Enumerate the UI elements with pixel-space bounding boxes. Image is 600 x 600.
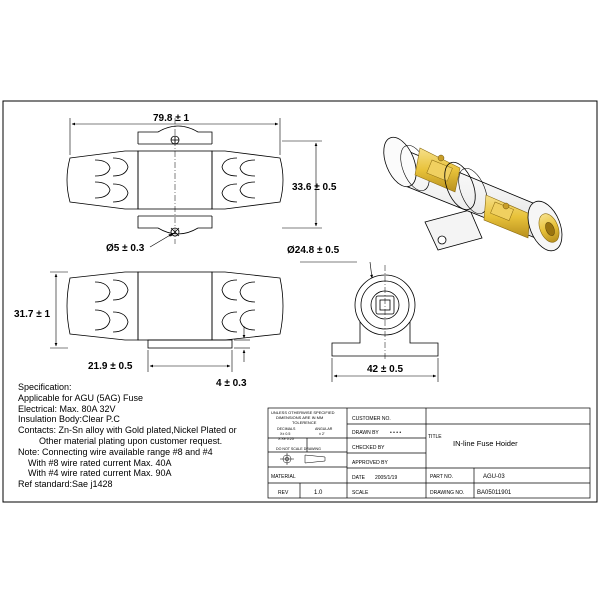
title-block (267, 407, 591, 499)
tb-note-2: DIMENSIONS ARE IN MM (276, 415, 323, 420)
tb-decimals-label: DECIMALS (277, 427, 296, 431)
tb-drawn-by-label: DRAWN BY (352, 430, 379, 436)
tb-drawing-no-value: BA05011901 (477, 490, 512, 496)
tb-drawing-no-label: DRAWING NO. (430, 490, 464, 496)
isometric-render (383, 136, 563, 252)
tb-note-1: UNLESS OTHERWISE SPECIFIED (271, 410, 335, 415)
tb-angular-label: ANGULAR (315, 427, 333, 431)
top-view (66, 118, 284, 244)
spec-line: Electrical: Max. 80A 32V (18, 403, 116, 414)
dim-length-side-label: 21.9 ± 0.5 (88, 361, 133, 372)
tb-tol-xx: X.X± 0.25 (278, 437, 294, 441)
tb-tol-ang: ± 2' (319, 432, 325, 436)
tb-tol-x: X± 0.5 (280, 432, 290, 436)
dim-hole-leader (149, 233, 173, 248)
dim-end-dia-label: Ø24.8 ± 0.5 (287, 245, 340, 256)
tb-checked-by-label: CHECKED BY (352, 445, 385, 451)
sheet-border (2, 100, 598, 503)
spec-line: Contacts: Zn-Sn alloy with Gold plated,N… (18, 425, 237, 436)
spec-line: Other material plating upon customer req… (39, 435, 223, 446)
tb-rev-value: 1.0 (314, 490, 323, 496)
tb-part-no-value: AGU-03 (483, 474, 505, 480)
dim-thickness (234, 326, 250, 362)
specification-notes: Specification: Applicable for AGU (5AG) … (18, 382, 273, 490)
dim-end-dia (300, 261, 374, 279)
spec-line: Applicable for AGU (5AG) Fuse (18, 392, 144, 403)
dim-end-width-label: 42 ± 0.5 (367, 364, 404, 375)
tb-scale-label: SCALE (352, 490, 369, 496)
dim-height-top-label: 33.6 ± 0.5 (292, 182, 337, 193)
dim-width-top-label: 79.8 ± 1 (153, 113, 190, 124)
spec-line: With #8 wire rated current Max. 40A (28, 457, 172, 468)
tb-part-no-label: PART NO. (430, 474, 453, 480)
spec-heading: Specification: (18, 382, 72, 392)
spec-line: Insulation Body:Clear P.C (18, 414, 120, 425)
projection-symbol-icon (280, 453, 326, 465)
dim-height-side-label: 31.7 ± 1 (14, 309, 51, 320)
dim-hole-dia-label: Ø5 ± 0.3 (106, 243, 145, 254)
tb-customer-no-label: CUSTOMER NO. (352, 416, 391, 422)
tb-approved-by-label: APPROVED BY (352, 460, 389, 466)
tb-note-3: TOLERENCE (292, 420, 317, 425)
spec-line: With #4 wire rated current Max. 90A (28, 468, 172, 479)
tb-drawn-by-value: • • • • (390, 430, 401, 436)
dim-width-top (69, 118, 281, 155)
tb-title-value: IN-line Fuse Hoider (453, 439, 518, 448)
dim-height-top (282, 140, 322, 229)
dim-end-width (331, 358, 439, 382)
spec-line: Ref standard:Sae j1428 (18, 479, 113, 490)
tb-title-label: TITLE (428, 434, 442, 440)
tb-material-label: MATERIAL (271, 474, 296, 480)
dim-length-side (147, 350, 233, 372)
end-view (331, 265, 439, 360)
tb-date-label: DATE (352, 475, 366, 481)
dim-height-side (50, 271, 68, 349)
spec-line: Note: Connecting wire available range #8… (18, 446, 213, 457)
dim-thickness-label: 4 ± 0.3 (216, 378, 247, 389)
tb-date-value: 2005/1/19 (375, 475, 397, 481)
tb-do-not-scale: DO NOT SCALE DRAWING (276, 447, 321, 451)
tb-rev-label: REV (278, 490, 289, 496)
side-view (66, 271, 284, 349)
